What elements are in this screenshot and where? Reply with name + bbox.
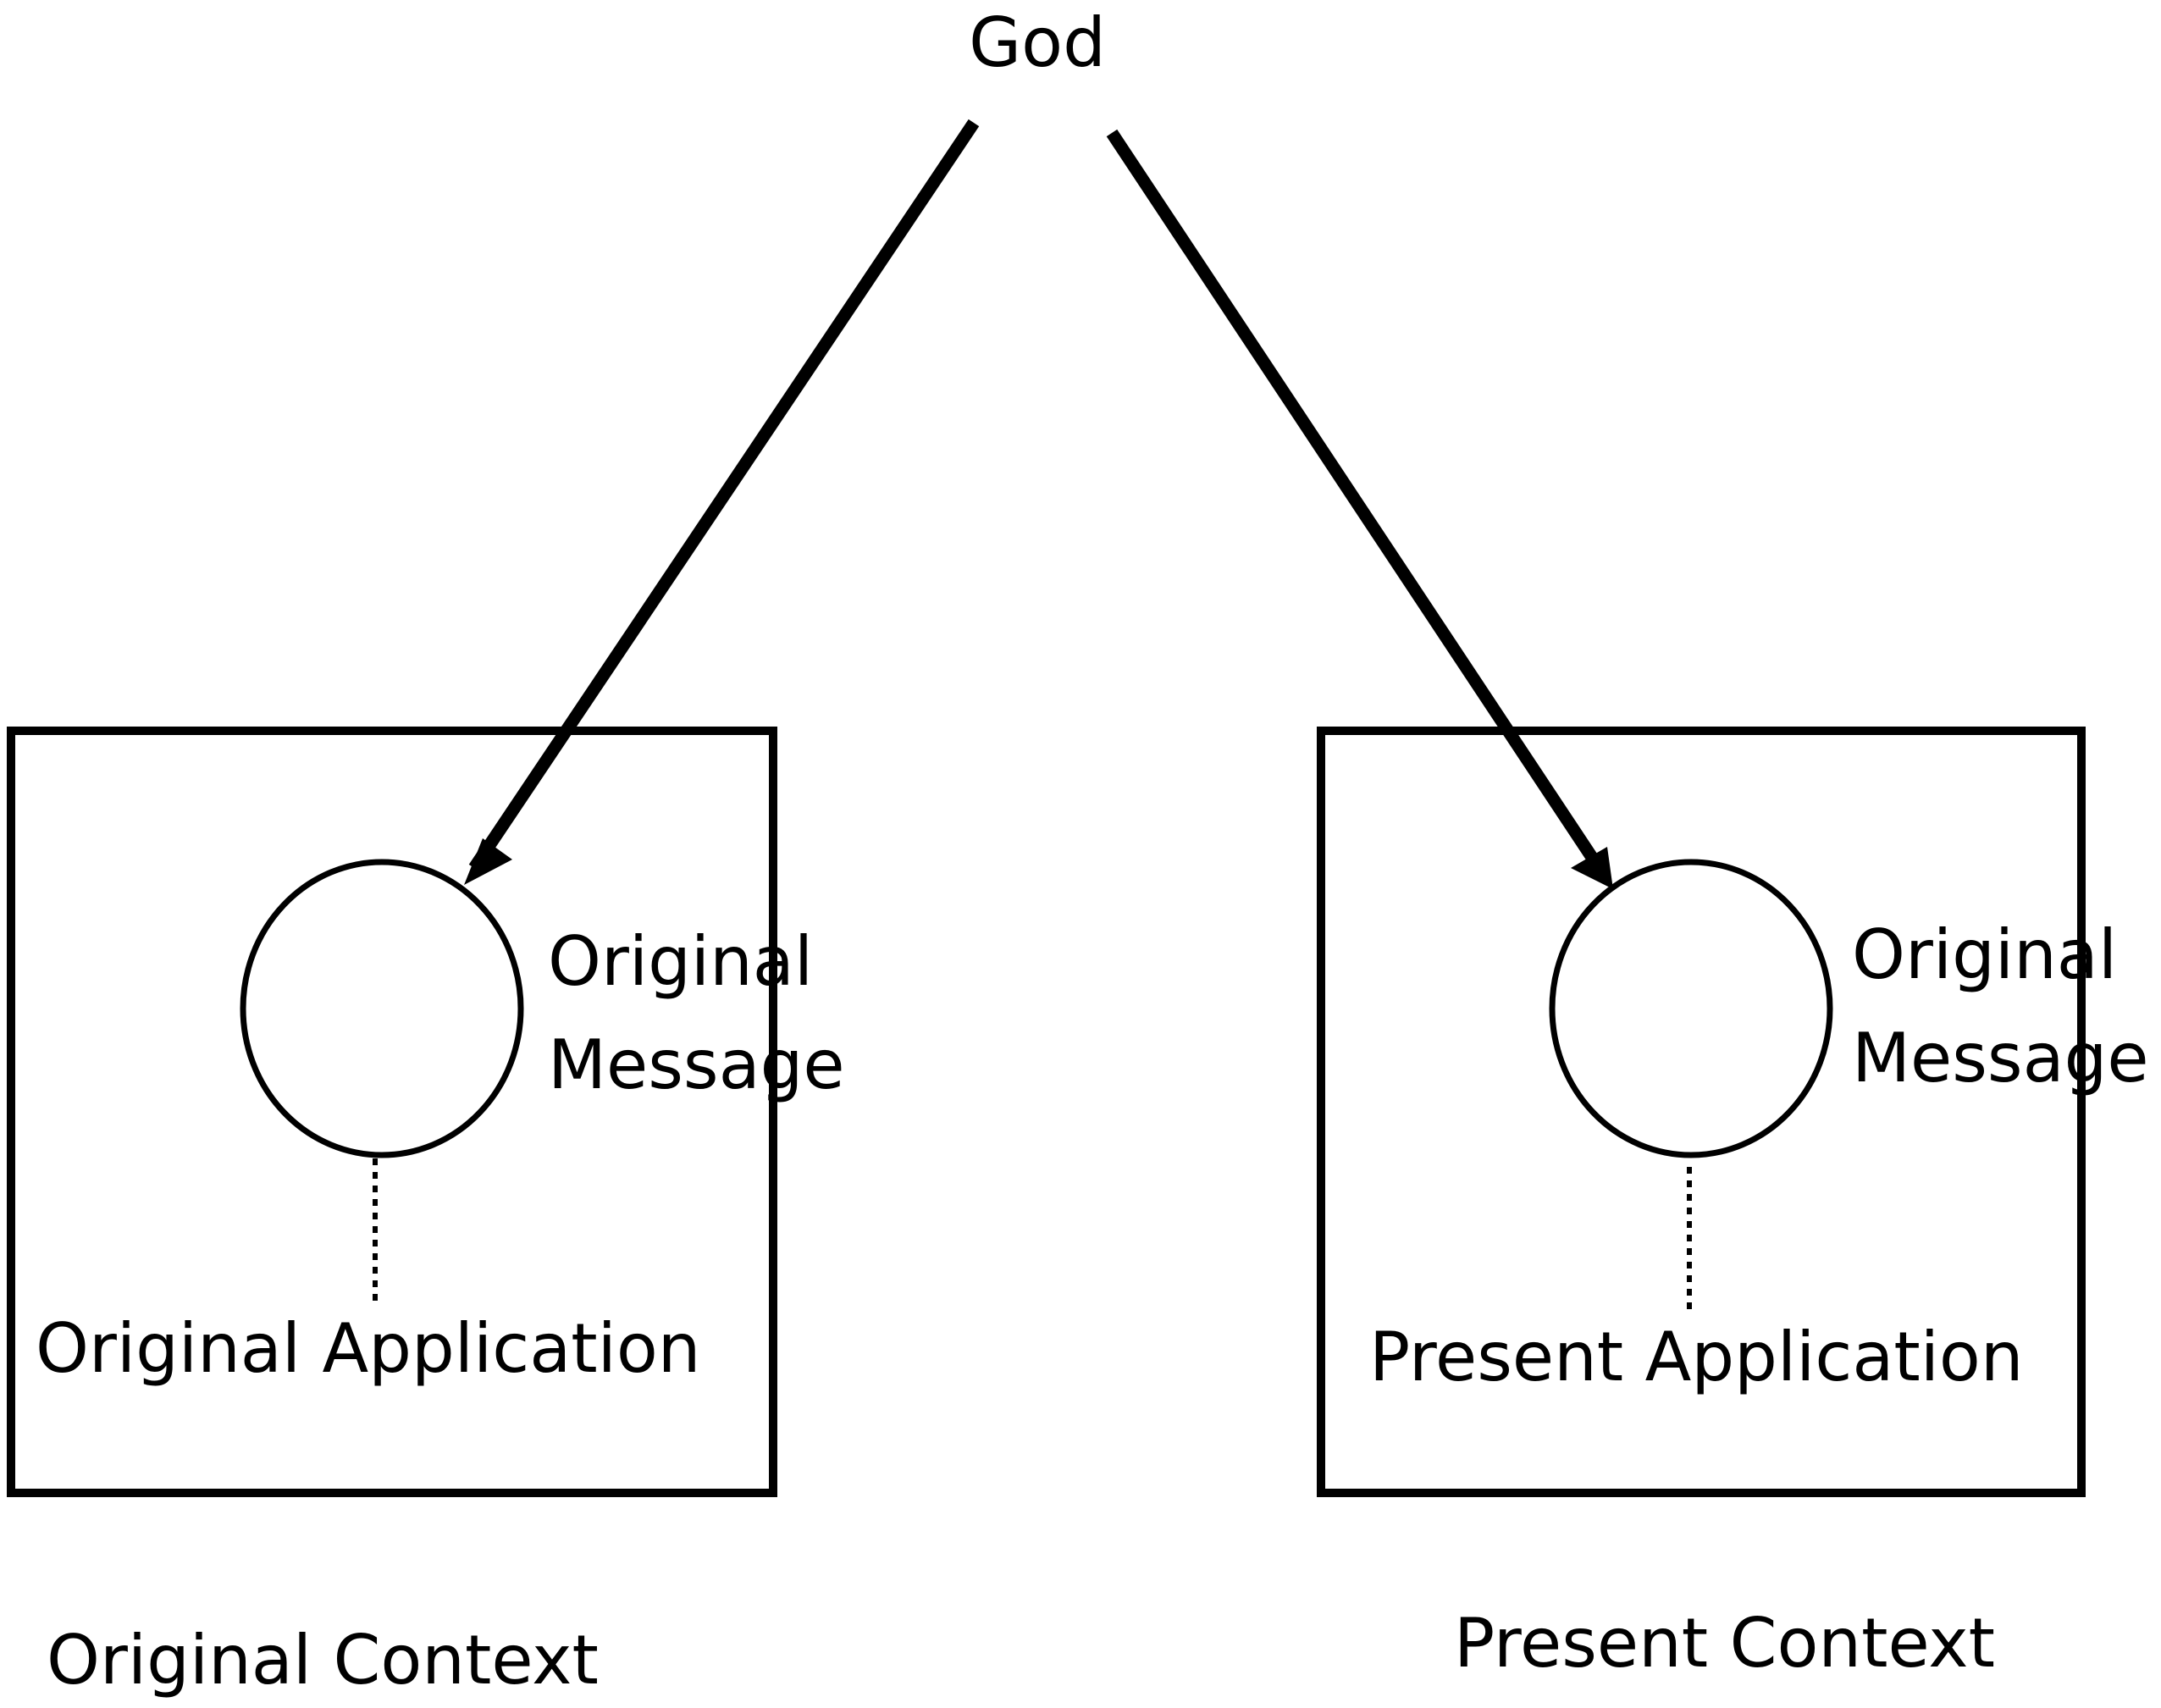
arrowhead-right (1571, 847, 1613, 889)
original-message-node-left (240, 859, 524, 1158)
present-context-label: Present Context (1454, 1604, 1995, 1683)
god-label: God (969, 3, 1106, 82)
left-message-line1: Original (548, 922, 813, 1001)
arrow-god-to-present-message (1106, 129, 1602, 868)
original-message-node-right (1549, 859, 1833, 1158)
right-message-line2: Message (1852, 1019, 2149, 1097)
left-message-line2: Message (548, 1025, 845, 1104)
original-context-label: Original Context (47, 1621, 599, 1700)
arrow-god-to-original-message (468, 119, 980, 872)
present-application-label: Present Application (1369, 1318, 2024, 1396)
right-message-line1: Original (1852, 915, 2117, 994)
original-application-label: Original Application (36, 1309, 700, 1388)
arrowhead-left (464, 838, 512, 885)
original-context-box (7, 727, 777, 1497)
present-context-box (1317, 727, 2086, 1497)
